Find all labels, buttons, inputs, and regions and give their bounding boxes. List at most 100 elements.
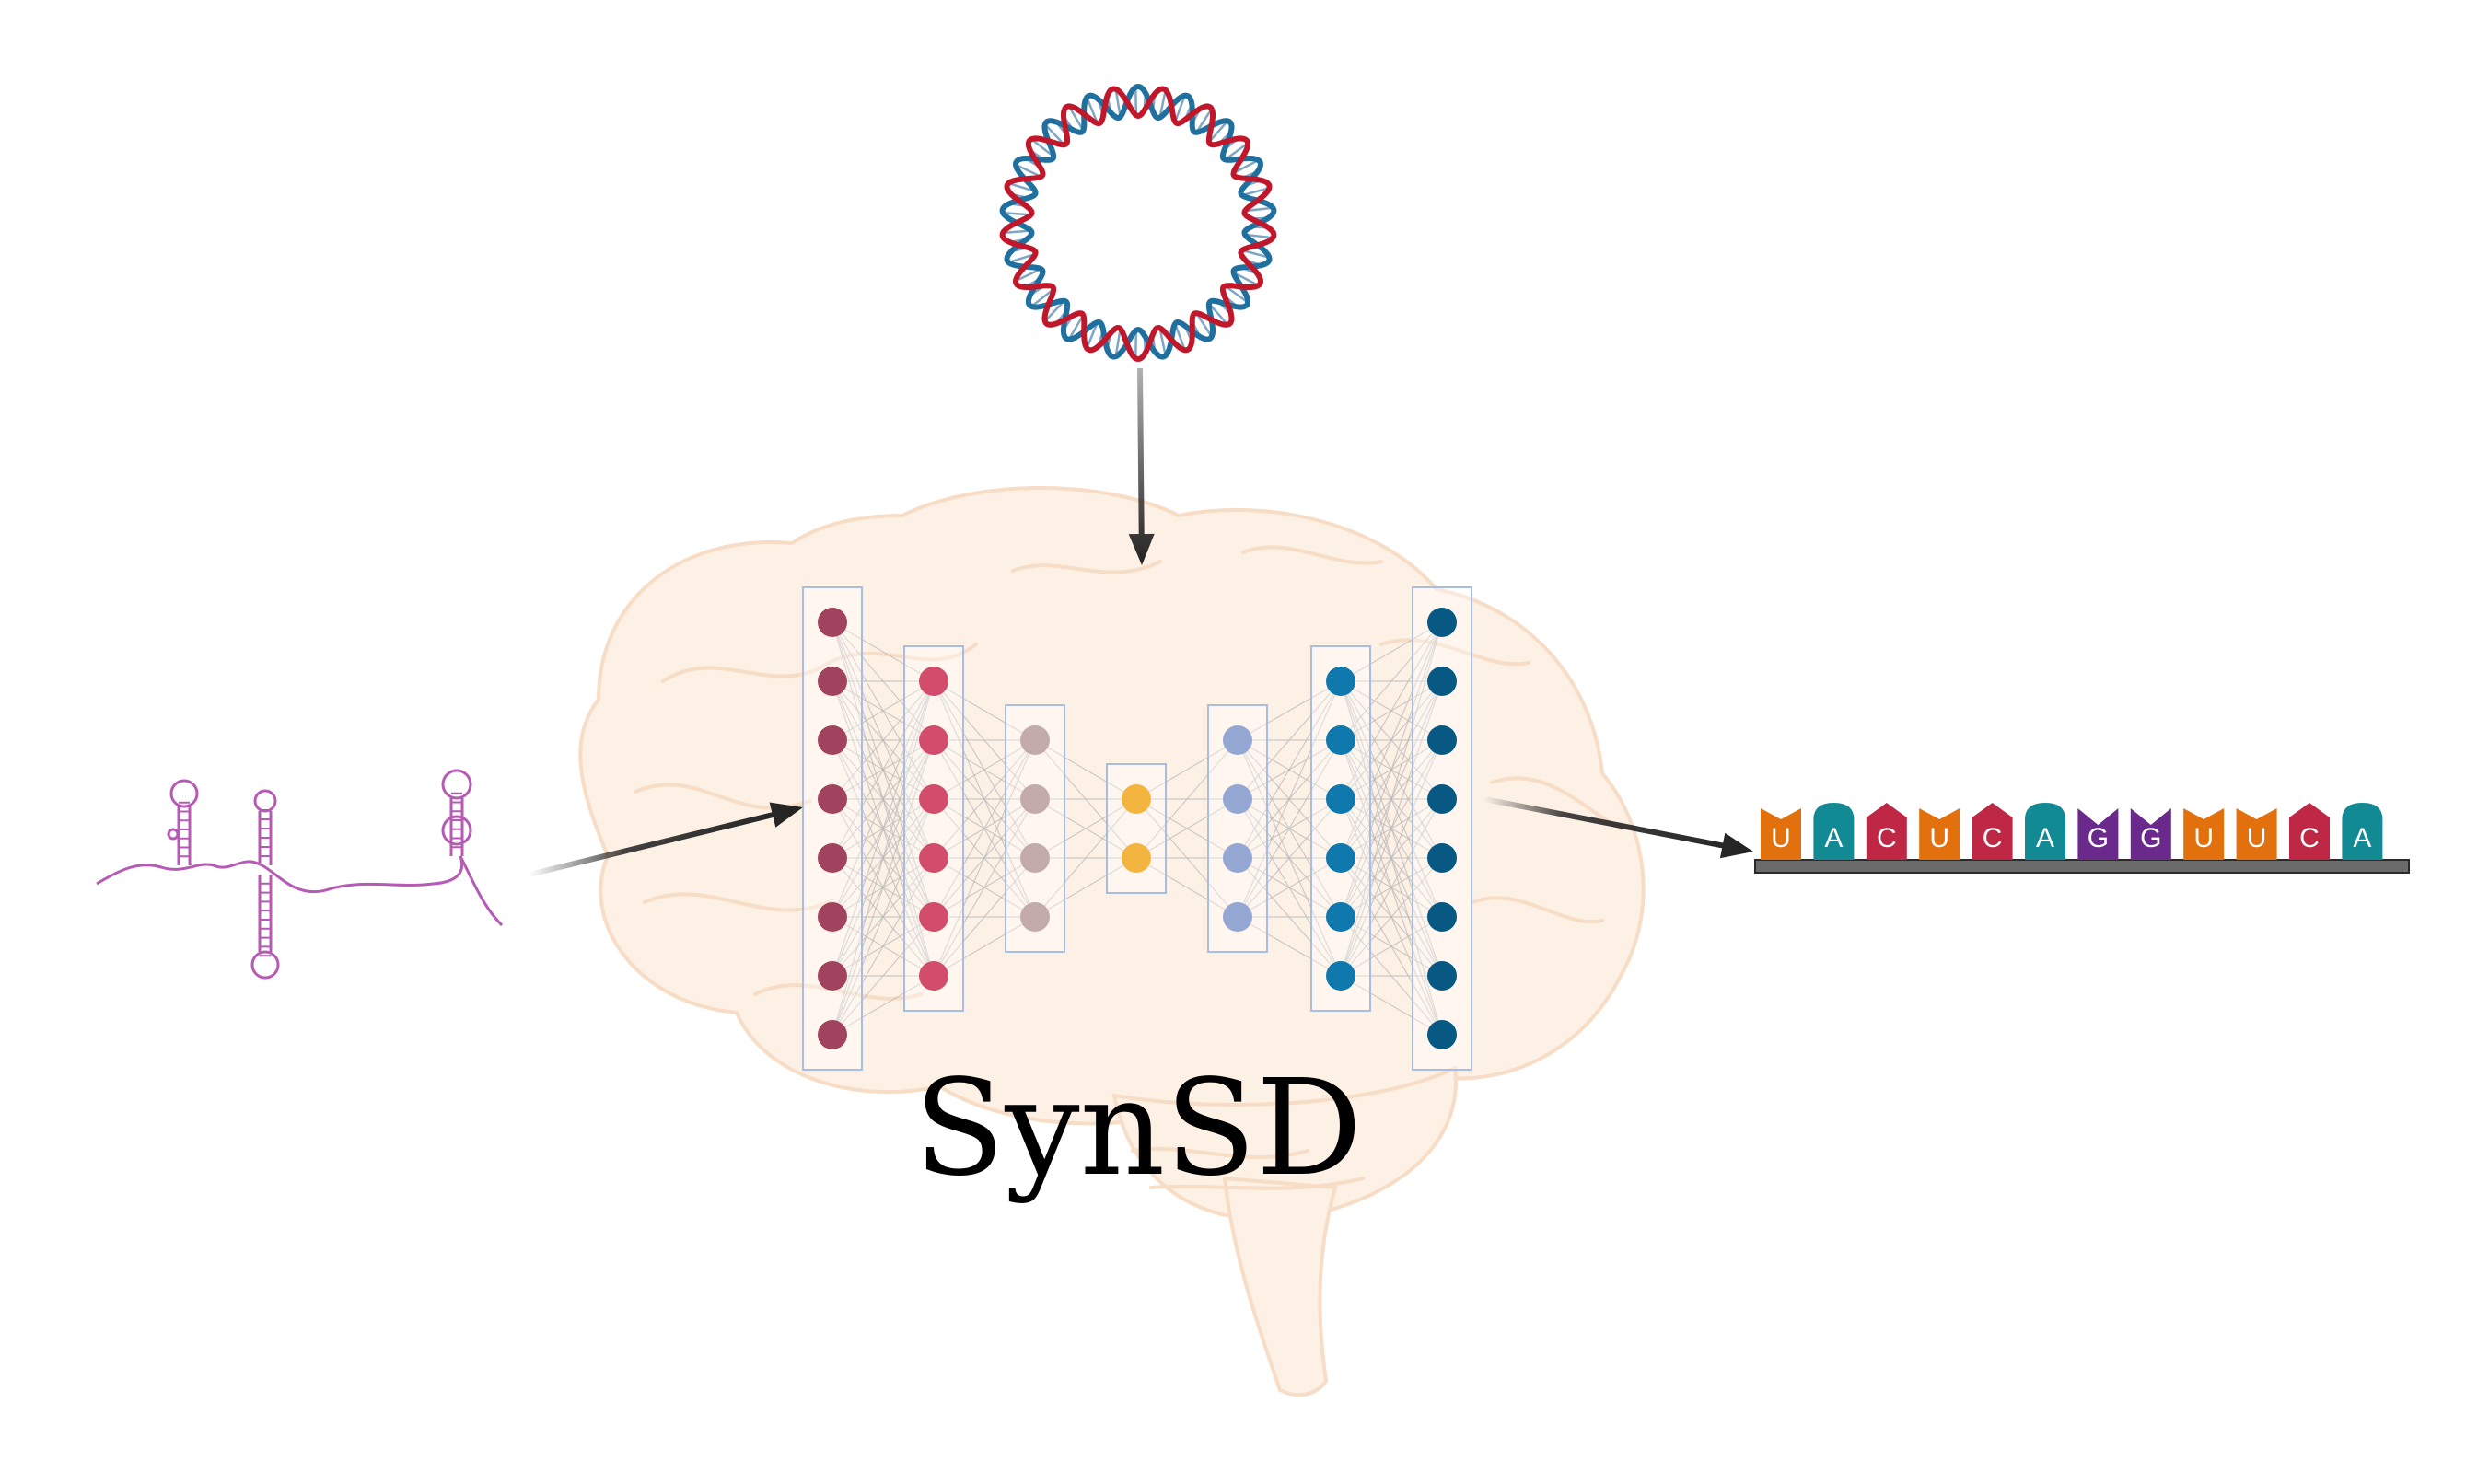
network-edge xyxy=(1237,680,1342,918)
rna-structure-icon xyxy=(96,769,504,980)
rna-hairpin-3-loop xyxy=(250,950,280,980)
network-edge xyxy=(1237,680,1342,800)
sequence-base-letter: U xyxy=(1771,823,1791,853)
brain-fold xyxy=(661,643,978,683)
network-edge xyxy=(1034,739,1137,800)
plasmid-base-pair xyxy=(1241,249,1270,259)
plasmid-base-pair xyxy=(1173,323,1186,351)
network-edge xyxy=(1237,916,1342,977)
network-edge xyxy=(1340,621,1443,741)
network-edge xyxy=(1340,975,1443,1036)
sequence-base-shape xyxy=(2236,808,2277,860)
network-edges xyxy=(832,621,1443,1036)
sequence-base-shape xyxy=(2183,808,2225,860)
sequence-base-shape xyxy=(2342,803,2383,860)
brain-fold xyxy=(1149,1177,1365,1190)
plasmid-base-pair xyxy=(1007,252,1036,264)
network-node xyxy=(1020,784,1050,814)
sequence-base-shape xyxy=(2130,808,2171,860)
brain-stem xyxy=(1222,1176,1338,1397)
rna-backbone xyxy=(96,855,504,927)
arrow-plasmid-to-network xyxy=(1128,367,1155,565)
network-node xyxy=(1427,902,1457,932)
network-node xyxy=(1427,725,1457,755)
plasmid-base-pair xyxy=(1030,138,1054,157)
plasmid-base-pair xyxy=(1208,302,1229,326)
network-node xyxy=(1122,843,1151,873)
plasmid-base-pair xyxy=(1003,211,1031,216)
network-edge xyxy=(1237,798,1342,918)
network-edge xyxy=(1135,798,1239,859)
network-edge xyxy=(1340,798,1443,977)
sequence-strand-bar xyxy=(1754,859,2410,874)
sequence-base-letter: G xyxy=(2140,823,2161,853)
network-node xyxy=(1427,784,1457,814)
network-edge xyxy=(832,798,935,1036)
sequence-base-letter: A xyxy=(2353,823,2371,853)
network-edge xyxy=(1340,621,1443,800)
network-edge xyxy=(1034,798,1137,918)
brain-fold xyxy=(1379,638,1530,667)
network-edge xyxy=(1237,680,1342,741)
plasmid-base-pair xyxy=(1134,330,1138,359)
plasmid-base-pair xyxy=(1043,299,1065,322)
network-node xyxy=(919,843,948,873)
sequence-base-letter: G xyxy=(2088,823,2109,853)
sequence-base-letter: C xyxy=(2299,823,2320,853)
plasmid-base-pair xyxy=(1003,229,1031,235)
neural-network xyxy=(802,586,1472,1071)
network-node xyxy=(919,667,948,696)
brain-fold xyxy=(1471,896,1604,924)
network-edge xyxy=(1135,739,1239,800)
sequence-base-shape xyxy=(2289,803,2330,860)
network-edge xyxy=(832,680,935,741)
network-nodes xyxy=(818,608,1457,1049)
network-edge xyxy=(1034,857,1137,918)
network-edge xyxy=(1034,798,1137,859)
brain-fold xyxy=(753,983,923,1001)
network-edge xyxy=(832,680,935,977)
network-node xyxy=(1223,725,1252,755)
network-node xyxy=(919,725,948,755)
sequence-base-shape xyxy=(1972,803,2013,860)
network-node xyxy=(1427,1020,1457,1049)
network-node xyxy=(1326,961,1355,991)
sequence-base-shape xyxy=(2077,808,2119,860)
network-edge xyxy=(933,857,1036,977)
network-node xyxy=(818,1020,847,1049)
plasmid-base-pair xyxy=(1007,181,1036,193)
sequence-base-letter: U xyxy=(2193,823,2214,853)
sequence-base-letter: C xyxy=(1983,823,2003,853)
network-node xyxy=(818,961,847,991)
sequence-base-shape xyxy=(1919,808,1960,860)
brain-cerebellum xyxy=(1111,1064,1458,1222)
network-node xyxy=(1122,784,1151,814)
plasmid-base-pair xyxy=(1015,267,1042,283)
network-edge xyxy=(832,916,935,1036)
network-edge xyxy=(933,739,1036,800)
rna-hairpin-2-loop xyxy=(253,789,277,813)
brain-fold xyxy=(1241,545,1383,565)
network-edge xyxy=(933,798,1036,977)
network-node xyxy=(1223,843,1252,873)
network-edge xyxy=(933,739,1036,977)
plasmid-base-pair xyxy=(1086,321,1099,349)
sequence-base-shape xyxy=(1866,803,1907,860)
plasmid-base-pair xyxy=(1224,142,1249,161)
network-node xyxy=(919,784,948,814)
sequence-base-letter: C xyxy=(1877,823,1897,853)
network-node xyxy=(818,784,847,814)
network-edge xyxy=(1237,739,1342,918)
network-edge xyxy=(1340,621,1443,859)
arrow-network-to-sequence xyxy=(1483,796,1753,859)
plasmid-base-pair xyxy=(1067,105,1085,132)
brain-fold xyxy=(643,892,831,912)
plasmid-base-pair xyxy=(1030,288,1054,307)
diagram-title: SynSD xyxy=(914,1050,1363,1205)
plasmid-base-pair xyxy=(1114,328,1122,357)
plasmid-base-pair xyxy=(1208,120,1229,144)
network-layer-box xyxy=(802,586,863,1071)
arrows xyxy=(529,367,1753,877)
network-node xyxy=(818,667,847,696)
